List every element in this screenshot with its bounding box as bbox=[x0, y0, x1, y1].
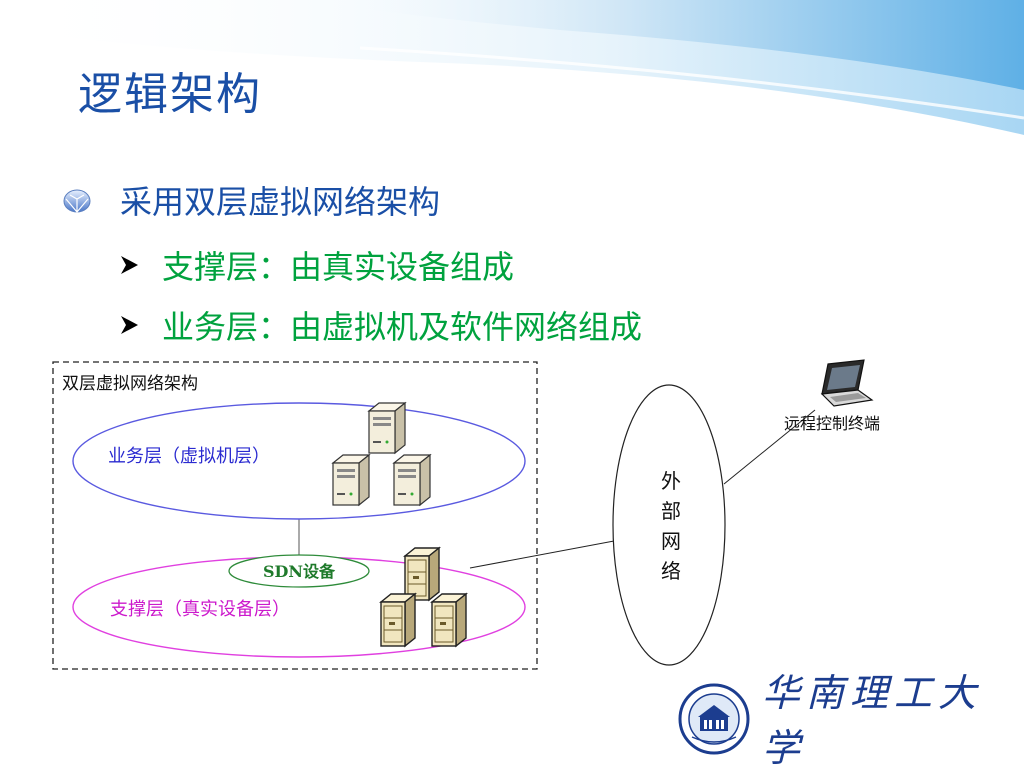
sdn-device-label: SDN设备 bbox=[263, 562, 336, 581]
sub-bullet-business-text: 业务层：由虚拟机及软件网络组成 bbox=[162, 308, 643, 346]
physical-server-icon bbox=[404, 547, 440, 601]
sub-bullet-support: 支撑层：由真实设备组成 bbox=[118, 243, 514, 287]
page-title: 逻辑架构 bbox=[78, 69, 262, 120]
physical-server-icon bbox=[431, 593, 467, 647]
virtual-server-icon bbox=[368, 402, 406, 454]
virtual-server-icon bbox=[332, 454, 370, 506]
architecture-frame bbox=[52, 361, 538, 670]
main-bullet: 采用双层虚拟网络架构 bbox=[62, 178, 440, 222]
sdn-device-ellipse bbox=[228, 554, 370, 588]
business-layer-label: 业务层（虚拟机层） bbox=[108, 446, 270, 467]
arrow-bullet-icon bbox=[121, 316, 138, 334]
university-name: 华南理工大学 bbox=[762, 671, 983, 770]
gem-bullet-icon bbox=[63, 189, 91, 213]
external-network-char: 部 bbox=[661, 499, 681, 523]
external-to-terminal-link bbox=[723, 409, 816, 485]
physical-server-icon bbox=[380, 593, 416, 647]
sub-bullet-support-text: 支撑层：由真实设备组成 bbox=[162, 248, 515, 286]
university-seal-icon bbox=[678, 683, 750, 755]
remote-terminal-label: 远程控制终端 bbox=[784, 414, 880, 433]
external-network-ellipse bbox=[612, 384, 726, 666]
support-layer-label: 支撑层（真实设备层） bbox=[110, 599, 290, 620]
header-background bbox=[0, 0, 1024, 141]
main-bullet-text: 采用双层虚拟网络架构 bbox=[120, 183, 441, 221]
support-to-external-link bbox=[469, 540, 615, 569]
external-network-char: 外 bbox=[661, 469, 681, 493]
virtual-server-icon bbox=[393, 454, 431, 506]
arrow-bullet-icon bbox=[121, 256, 138, 274]
sub-bullet-business: 业务层：由虚拟机及软件网络组成 bbox=[118, 303, 642, 347]
external-network-char: 网 bbox=[661, 529, 681, 553]
external-network-char: 络 bbox=[661, 559, 681, 583]
laptop-icon bbox=[820, 359, 874, 407]
frame-title: 双层虚拟网络架构 bbox=[62, 374, 198, 394]
business-layer-ellipse bbox=[72, 402, 526, 520]
